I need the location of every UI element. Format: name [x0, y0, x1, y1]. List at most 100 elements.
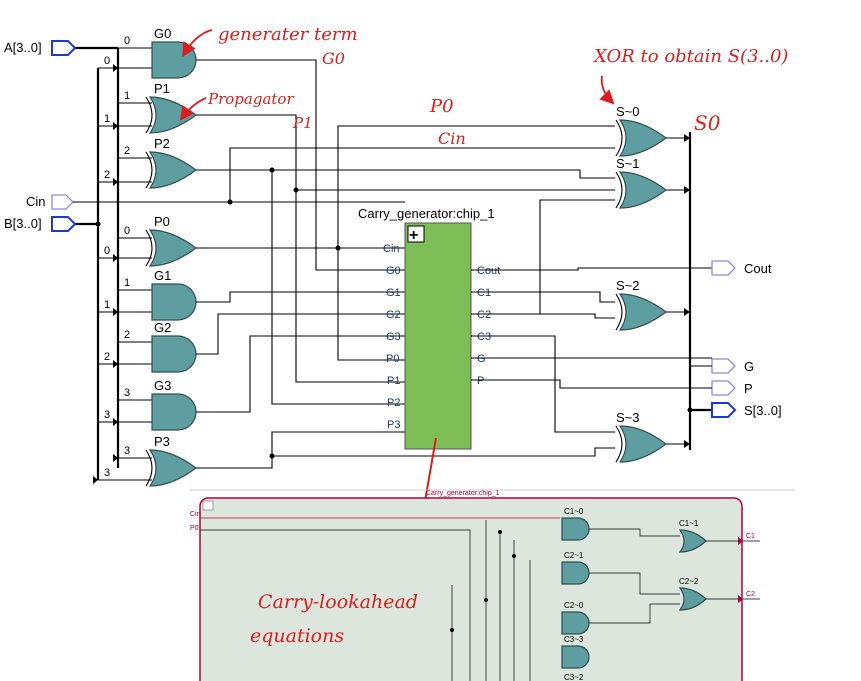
input-a-label: A[3..0] [4, 40, 42, 55]
svg-text:P2: P2 [154, 136, 170, 151]
annotation-s0: S0 [694, 111, 721, 135]
bit-index-labels: 0 1 2 0 1 2 3 3 0 1 2 0 1 2 3 3 [104, 35, 130, 479]
svg-text:C1~0: C1~0 [564, 507, 584, 516]
svg-text:S~3: S~3 [616, 410, 640, 425]
svg-text:0: 0 [104, 55, 110, 67]
input-cin-label: Cin [26, 194, 46, 209]
block-title: Carry_generator:chip_1 [358, 206, 495, 221]
svg-text:P1: P1 [387, 375, 400, 387]
block-output-wires [471, 199, 712, 433]
svg-text:C1: C1 [746, 533, 755, 540]
annotation-generator: generater term [218, 24, 358, 45]
svg-text:1: 1 [124, 277, 130, 289]
svg-text:C2~1: C2~1 [564, 551, 584, 560]
svg-text:C3: C3 [477, 331, 491, 343]
svg-text:C2: C2 [746, 591, 755, 598]
svg-text:S[3..0]: S[3..0] [744, 403, 782, 418]
svg-text:0: 0 [124, 35, 130, 47]
svg-text:1: 1 [104, 299, 110, 311]
svg-text:P2: P2 [387, 397, 400, 409]
svg-text:C1~1: C1~1 [679, 519, 699, 528]
svg-text:2: 2 [124, 145, 130, 157]
svg-text:3: 3 [124, 445, 130, 457]
svg-text:P0: P0 [154, 214, 170, 229]
inner-carry-view: Carry_generator:chip_1 Cin P0 C1~0 C1~1 … [190, 489, 795, 681]
gate-s0[interactable]: S~0 [615, 104, 668, 157]
svg-text:Cin: Cin [190, 511, 201, 518]
svg-text:0: 0 [124, 225, 130, 237]
expand-button[interactable] [407, 225, 425, 243]
svg-text:3: 3 [104, 409, 110, 421]
svg-text:C3~2: C3~2 [564, 673, 584, 681]
svg-text:0: 0 [104, 245, 110, 257]
gate-p2[interactable]: P2 [145, 136, 198, 189]
gate-s2[interactable]: S~2 [615, 278, 668, 331]
svg-text:+: + [409, 227, 418, 244]
svg-text:P3: P3 [154, 434, 170, 449]
gate-p1[interactable]: P1 [145, 81, 198, 134]
svg-text:C2~2: C2~2 [679, 577, 699, 586]
svg-text:S~2: S~2 [616, 278, 640, 293]
gate-g0[interactable]: G0 [151, 26, 197, 79]
svg-text:P0: P0 [386, 353, 399, 365]
annotation-equations: equations [250, 625, 344, 647]
svg-text:2: 2 [104, 351, 110, 363]
output-pin-p[interactable]: P [711, 380, 753, 396]
routing-wires [73, 59, 615, 469]
annotation-p0: P0 [429, 96, 454, 117]
svg-text:1: 1 [124, 90, 130, 102]
svg-text:G3: G3 [154, 378, 171, 393]
input-buses [75, 46, 152, 484]
annotation-xor: XOR to obtain S(3..0) [592, 46, 788, 67]
svg-text:S~0: S~0 [616, 104, 640, 119]
gate-s1[interactable]: S~1 [615, 156, 668, 209]
svg-text:3: 3 [104, 467, 110, 479]
svg-text:C3~3: C3~3 [564, 635, 584, 644]
input-pin-b[interactable]: B[3..0] [4, 216, 77, 232]
annotation-cin: Cin [438, 129, 466, 148]
svg-text:G0: G0 [386, 265, 401, 277]
gate-g3[interactable]: G3 [151, 378, 197, 431]
svg-text:G: G [477, 353, 486, 365]
svg-text:G1: G1 [386, 287, 401, 299]
svg-text:G1: G1 [154, 268, 171, 283]
svg-text:P3: P3 [387, 419, 400, 431]
gate-g1[interactable]: G1 [151, 268, 197, 321]
svg-text:P0: P0 [190, 525, 199, 532]
svg-text:Cout: Cout [744, 261, 772, 276]
annotation-p1: P1 [292, 114, 313, 132]
input-pin-cin[interactable]: Cin [26, 194, 74, 210]
annotation-propagator: Propagator [207, 90, 294, 108]
svg-text:G0: G0 [154, 26, 171, 41]
svg-text:P: P [744, 381, 753, 396]
svg-text:G2: G2 [154, 320, 171, 335]
output-bus [666, 132, 712, 450]
svg-text:Cout: Cout [477, 265, 500, 277]
gate-s3[interactable]: S~3 [615, 410, 668, 463]
output-pin-s[interactable]: S[3..0] [711, 402, 782, 418]
svg-text:C2~0: C2~0 [564, 601, 584, 610]
annotation-g0: G0 [322, 49, 345, 68]
input-b-label: B[3..0] [4, 216, 42, 231]
svg-text:2: 2 [124, 329, 130, 341]
svg-text:3: 3 [124, 387, 130, 399]
svg-text:2: 2 [104, 169, 110, 181]
svg-text:G2: G2 [386, 309, 401, 321]
carry-generator-block[interactable]: Carry_generator:chip_1 + Cin G0 G1 G2 G3… [358, 206, 500, 450]
svg-text:P: P [477, 375, 484, 387]
output-pin-cout[interactable]: Cout [711, 260, 772, 276]
input-pin-a[interactable]: A[3..0] [4, 40, 77, 56]
gate-p0[interactable]: P0 [145, 214, 198, 267]
gate-p3[interactable]: P3 [145, 434, 198, 487]
svg-text:C1: C1 [477, 287, 491, 299]
svg-text:C2: C2 [477, 309, 491, 321]
svg-text:1: 1 [104, 113, 110, 125]
svg-text:Cin: Cin [383, 243, 400, 255]
svg-text:G: G [744, 359, 754, 374]
svg-text:P1: P1 [154, 81, 170, 96]
annotations: generater term G0 Propagator P1 P0 Cin X… [179, 24, 788, 580]
gate-g2[interactable]: G2 [151, 320, 197, 373]
svg-text:S~1: S~1 [616, 156, 640, 171]
output-pin-g[interactable]: G [711, 358, 754, 374]
